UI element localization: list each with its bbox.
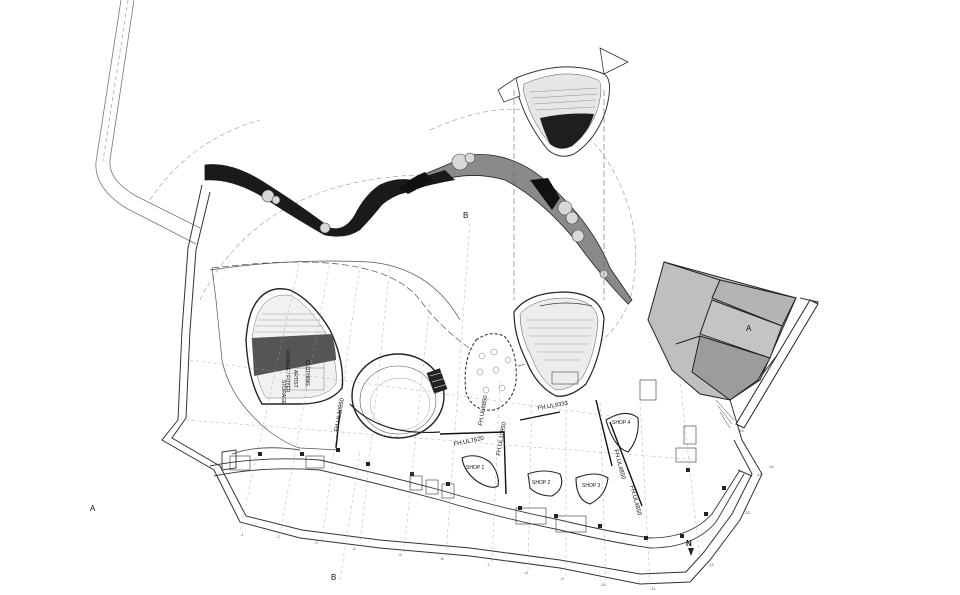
left-auditorium: LOUNGE / FOYER CLOTHING ARTIST STORAGE [245,288,344,405]
grid-markers: -1 -2 -3 -4 -5 -6 -7 -8 -9 -10 -11 -12 -… [240,428,775,591]
grid-mark: -11 [650,586,656,591]
structural-grid [185,219,701,585]
grid-mark: -14 [756,472,763,477]
shop-1-room [461,455,499,488]
grid-mark: -8 [524,570,528,575]
grid-mark: -5 [398,552,402,557]
section-mark-b-bottom: B [331,573,336,582]
auditorium-label-storage: STORAGE [280,380,286,405]
access-road [95,0,201,245]
shop-label-1: SHOP 1 [466,465,484,471]
section-mark-b-top: B [463,211,468,220]
north-arrow-icon [688,548,694,556]
grid-mark: -4 [352,546,356,551]
grid-mark: -7 [486,562,490,567]
fh-label-1: FH.UL7620 [453,436,485,448]
inner-curved-wall [209,447,745,549]
fh-label-3: FH.UL10950 [496,421,508,456]
grid-mark: -16 [768,464,775,469]
north-label: N [686,539,692,548]
grid-mark: -6 [440,556,444,561]
fh-lines [335,399,643,507]
main-auditorium [513,291,605,397]
section-mark-a-right: A [746,324,752,333]
grid-mark: -12 [708,562,715,567]
grid-mark: -15 [738,428,745,433]
roof-canopy [204,152,633,305]
floor-slab [209,260,531,451]
shops [461,412,639,505]
shop-3-room [575,473,609,505]
shop-2-room [527,470,563,497]
section-mark-a-left: A [90,504,96,513]
landscape-arcs [149,108,636,361]
site-boundary [161,184,819,585]
shop-label-3: SHOP 3 [582,483,600,489]
central-pod [349,353,449,439]
grid-mark: -1 [240,532,244,537]
tree-clusters [261,152,609,279]
auditorium-label-artist: ARTIST [292,370,298,388]
auditorium-label-clothing: CLOTHING [304,360,310,386]
grid-mark: -9 [560,576,564,581]
shop-4-room [605,412,639,453]
upper-auditorium [497,47,629,157]
bottom-service-rooms [229,379,697,533]
grid-mark: -3 [314,540,318,545]
grey-building [647,261,819,429]
shop-label-4: SHOP 4 [612,420,630,426]
grid-mark: -13 [744,510,751,515]
grid-mark: -10 [600,582,607,587]
fh-label-6: FH.UL4850 [612,449,626,481]
fh-label-4: FH.UL9333 [537,401,569,412]
shop-label-2: SHOP 2 [532,480,550,486]
grid-mark: -2 [276,534,280,539]
fh-label-2: FH.UL10950 [334,397,346,432]
cafe-pod [464,333,517,411]
auditorium-label-lounge: LOUNGE / FOYER [284,350,290,393]
projection-lines [513,90,605,300]
fh-label-5: FH.UL6850 [478,394,489,426]
